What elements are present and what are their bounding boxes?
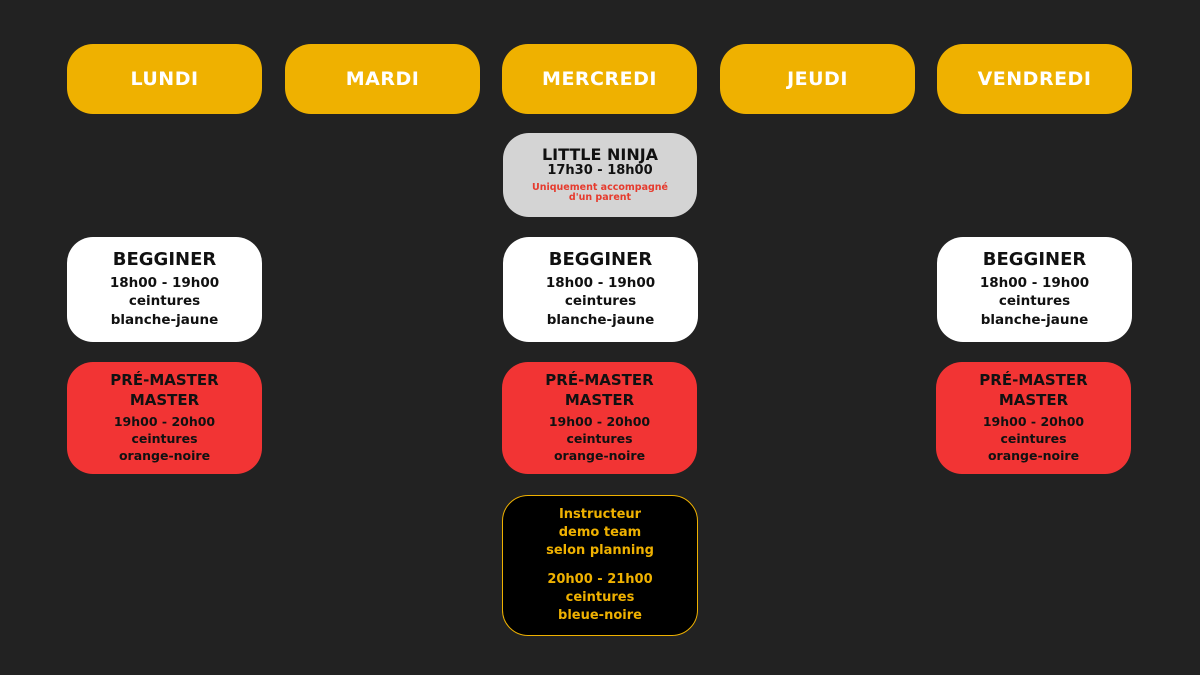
class-note-line: Uniquement accompagné [531,181,668,193]
class-title: BEGGINER [982,249,1087,271]
class-belts: ceintures [565,589,635,605]
class-title-line: selon planning [546,543,654,559]
class-note-line: d'un parent [568,192,632,204]
class-hours: 20h00 - 21h00 [547,571,653,587]
beginner-card-lundi: BEGGINER 18h00 - 19h00 ceintures blanche… [67,237,262,342]
class-hours: 18h00 - 19h00 [109,275,220,292]
day-header-jeudi: JEUDI [720,44,915,114]
class-title: BEGGINER [548,249,653,271]
class-belts-range: orange-noire [553,447,646,463]
day-header-lundi: LUNDI [67,44,262,114]
instructor-card: Instructeur demo team selon planning 20h… [502,495,698,636]
class-title-secondary: MASTER [998,390,1069,409]
class-title: PRÉ-MASTER [979,371,1088,390]
class-title: Instructeur [558,506,642,522]
class-belts: ceintures [128,293,201,310]
class-belts: ceintures [998,293,1071,310]
class-belts-range: blanche-jaune [110,311,219,328]
day-header-vendredi: VENDREDI [937,44,1132,114]
class-belts: ceintures [566,431,633,447]
class-belts: ceintures [1000,431,1067,447]
day-header-mercredi: MERCREDI [502,44,697,114]
pre-master-card-mercredi: PRÉ-MASTER MASTER 19h00 - 20h00 ceinture… [502,362,697,474]
class-title: LITTLE NINJA [541,145,659,165]
class-note: Uniquement accompagné d'un parent [531,181,668,204]
class-belts-range: blanche-jaune [980,311,1089,328]
class-belts: ceintures [131,431,198,447]
class-belts-range: orange-noire [118,447,211,463]
class-title: BEGGINER [112,249,217,271]
class-hours: 19h00 - 20h00 [548,414,651,430]
class-belts-range: blanche-jaune [546,311,655,328]
day-header-mardi: MARDI [285,44,480,114]
class-belts-range: bleue-noire [558,607,642,623]
pre-master-card-vendredi: PRÉ-MASTER MASTER 19h00 - 20h00 ceinture… [936,362,1131,474]
class-belts: ceintures [564,293,637,310]
class-hours: 19h00 - 20h00 [982,414,1085,430]
little-ninja-card: LITTLE NINJA 17h30 - 18h00 Uniquement ac… [503,133,697,217]
pre-master-card-lundi: PRÉ-MASTER MASTER 19h00 - 20h00 ceinture… [67,362,262,474]
beginner-card-vendredi: BEGGINER 18h00 - 19h00 ceintures blanche… [937,237,1132,342]
class-hours: 18h00 - 19h00 [545,275,656,292]
class-title-secondary: MASTER [129,390,200,409]
beginner-card-mercredi: BEGGINER 18h00 - 19h00 ceintures blanche… [503,237,698,342]
class-hours: 19h00 - 20h00 [113,414,216,430]
class-hours: 17h30 - 18h00 [547,163,653,179]
class-title-line: demo team [558,525,642,541]
class-title: PRÉ-MASTER [545,371,654,390]
class-title-secondary: MASTER [564,390,635,409]
class-title: PRÉ-MASTER [110,371,219,390]
class-belts-range: orange-noire [987,447,1080,463]
class-hours: 18h00 - 19h00 [979,275,1090,292]
